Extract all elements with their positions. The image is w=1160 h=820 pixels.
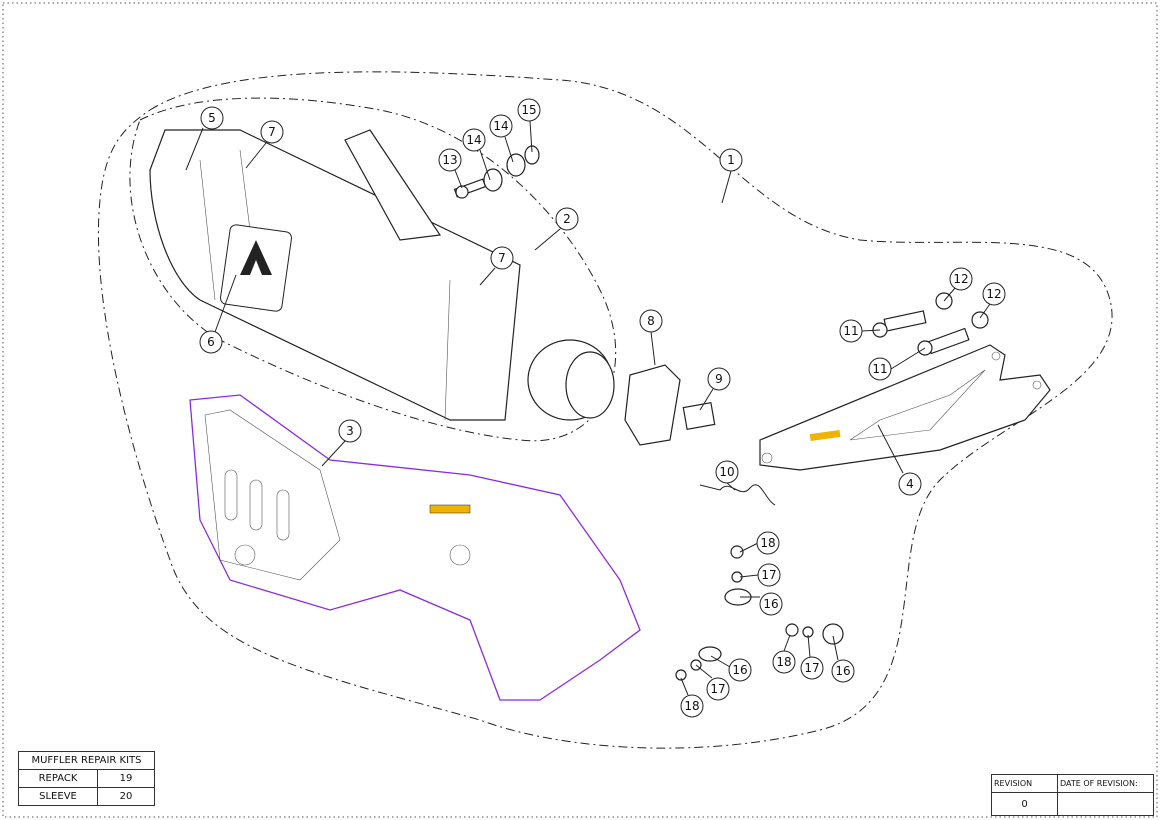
- callout-7: 7: [490, 246, 514, 270]
- svg-text:16: 16: [835, 664, 850, 678]
- callout-16: 16: [728, 658, 752, 682]
- callout-3: 3: [338, 419, 362, 443]
- svg-text:15: 15: [521, 103, 536, 117]
- callout-1: 1: [719, 148, 743, 172]
- callout-7: 7: [260, 120, 284, 144]
- svg-text:5: 5: [208, 111, 216, 125]
- callout-12: 12: [982, 282, 1006, 306]
- logo-plate: [220, 224, 292, 312]
- svg-text:17: 17: [761, 568, 776, 582]
- assembly-2-outline: [129, 97, 617, 442]
- svg-text:18: 18: [760, 536, 775, 550]
- svg-text:10: 10: [719, 465, 734, 479]
- akrapovic-logo: [240, 240, 272, 275]
- svg-text:6: 6: [207, 335, 215, 349]
- svg-text:18: 18: [776, 655, 791, 669]
- svg-text:14: 14: [466, 133, 481, 147]
- svg-text:7: 7: [498, 251, 506, 265]
- mounting-bracket: [759, 344, 1051, 471]
- hanger-bracket: [344, 129, 442, 241]
- svg-text:17: 17: [710, 682, 725, 696]
- callout-15: 15: [517, 98, 541, 122]
- heat-shield: [189, 394, 641, 701]
- callout-4: 4: [898, 472, 922, 496]
- callout-12: 12: [949, 267, 973, 291]
- nut: [682, 402, 716, 430]
- callout-13: 13: [438, 148, 462, 172]
- spring: [699, 484, 776, 506]
- svg-text:7: 7: [268, 125, 276, 139]
- muffler-body: [149, 129, 615, 421]
- svg-text:8: 8: [647, 314, 655, 328]
- svg-text:18: 18: [684, 699, 699, 713]
- callout-5: 5: [200, 106, 224, 130]
- callout-17: 17: [706, 677, 730, 701]
- clamp: [624, 364, 681, 446]
- callout-18: 18: [756, 531, 780, 555]
- callout-11: 11: [868, 357, 892, 381]
- leader-lines: [185, 120, 991, 696]
- svg-text:9: 9: [715, 372, 723, 386]
- callout-18: 18: [680, 694, 704, 718]
- svg-text:4: 4: [906, 477, 914, 491]
- callout-8: 8: [639, 309, 663, 333]
- callout-18: 18: [772, 650, 796, 674]
- callout-11: 11: [839, 319, 863, 343]
- svg-text:11: 11: [872, 362, 887, 376]
- callout-16: 16: [831, 659, 855, 683]
- svg-text:14: 14: [493, 119, 508, 133]
- callout-2: 2: [555, 207, 579, 231]
- callout-14: 14: [462, 128, 486, 152]
- svg-text:12: 12: [953, 272, 968, 286]
- callout-9: 9: [707, 367, 731, 391]
- callout-10: 10: [715, 460, 739, 484]
- callout-14: 14: [489, 114, 513, 138]
- svg-text:13: 13: [442, 153, 457, 167]
- svg-text:1: 1: [727, 153, 735, 167]
- callout-17: 17: [757, 563, 781, 587]
- svg-text:12: 12: [986, 287, 1001, 301]
- callout-16: 16: [759, 592, 783, 616]
- svg-text:2: 2: [563, 212, 571, 226]
- svg-text:16: 16: [732, 663, 747, 677]
- assembly-1-outline: [97, 71, 1113, 749]
- repair-kits-title: MUFFLER REPAIR KITS: [18, 751, 155, 770]
- svg-text:11: 11: [843, 324, 858, 338]
- callout-6: 6: [199, 330, 223, 354]
- svg-text:3: 3: [346, 424, 354, 438]
- callout-17: 17: [800, 656, 824, 680]
- svg-text:16: 16: [763, 597, 778, 611]
- date-value: [1057, 792, 1154, 816]
- svg-text:17: 17: [804, 661, 819, 675]
- revision-value: 0: [991, 792, 1058, 816]
